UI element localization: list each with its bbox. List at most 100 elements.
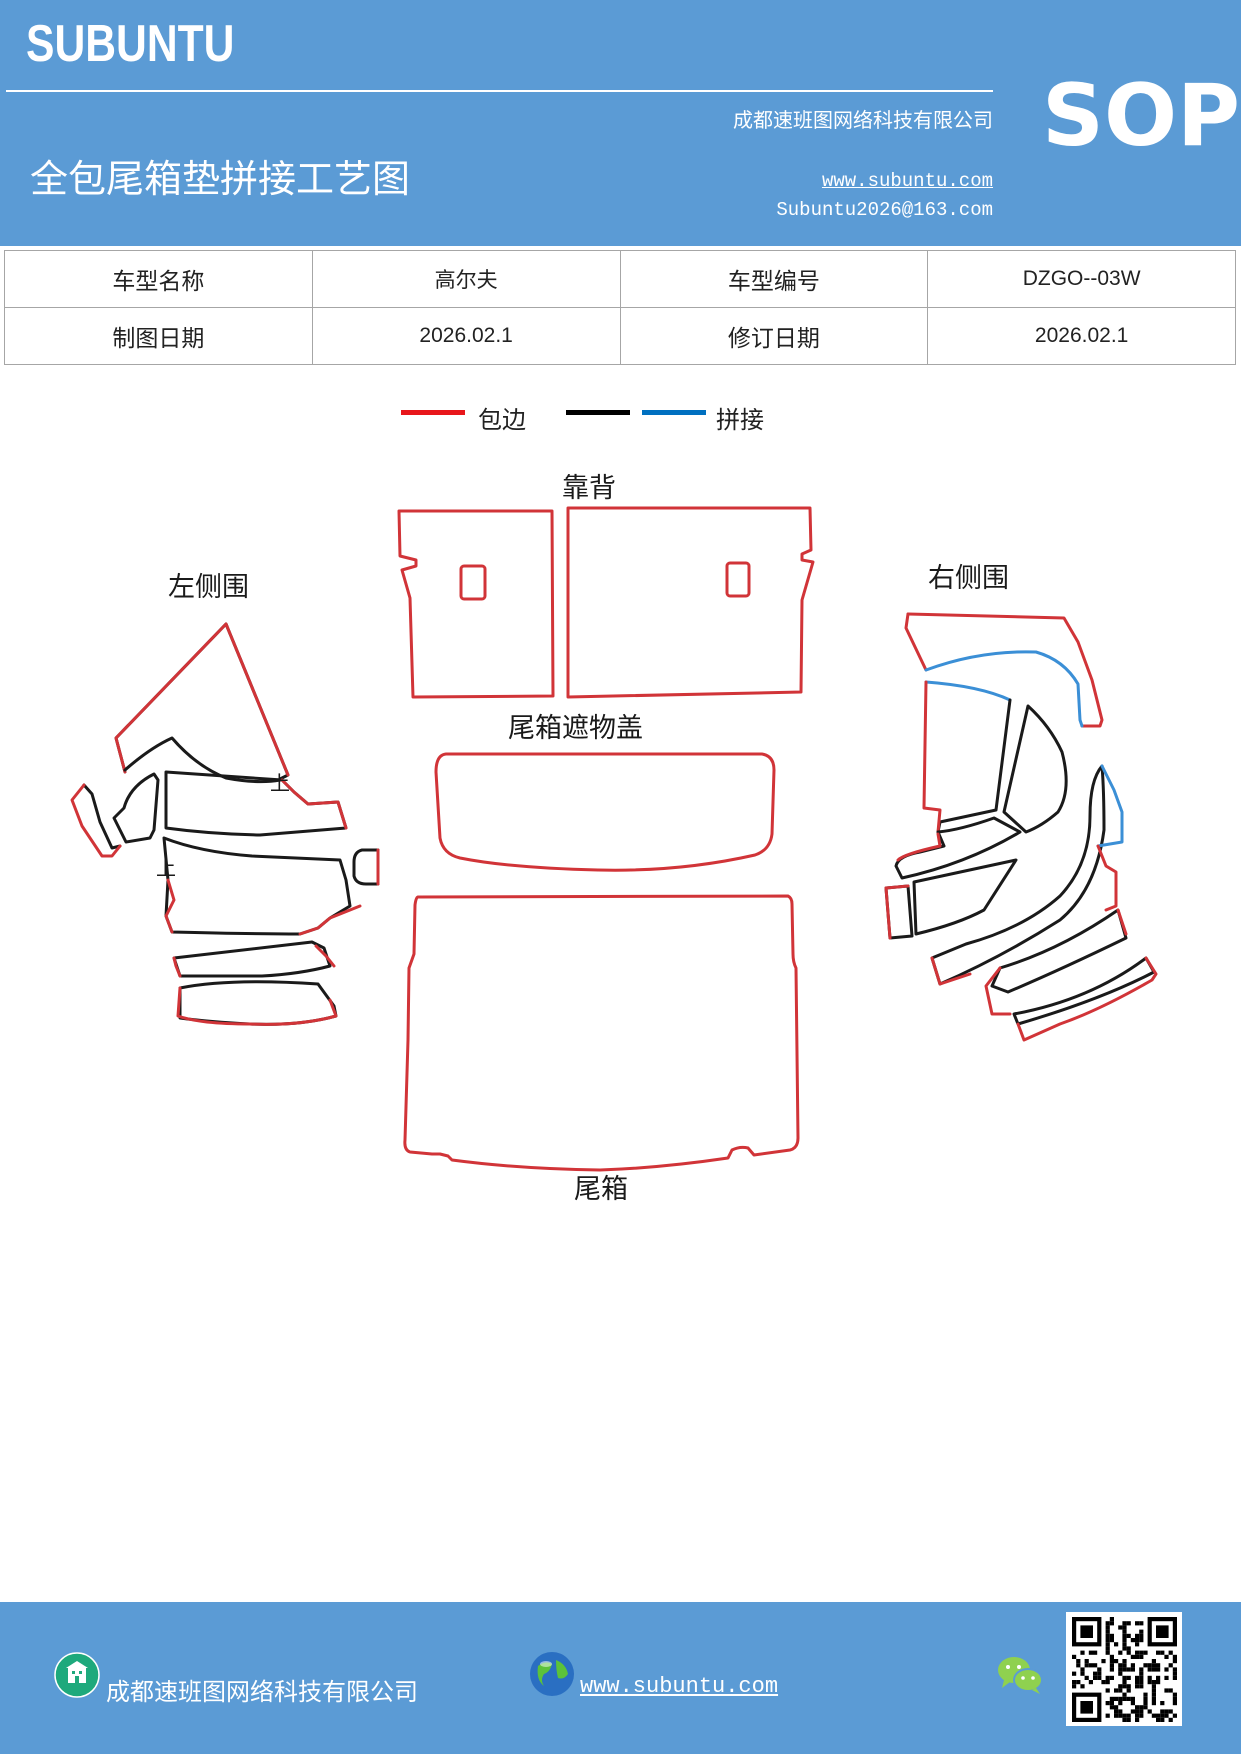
qr-module [1156,1650,1161,1655]
qr-module [1147,1663,1152,1668]
qr-module [1122,1663,1127,1668]
qr-module [1135,1621,1140,1626]
qr-module [1139,1621,1144,1626]
qr-module [1126,1667,1131,1672]
legend-swatch-seam [566,410,630,415]
qr-module [1135,1650,1140,1655]
qr-module [1164,1675,1169,1680]
qr-module [1105,1633,1110,1638]
qr-module [1164,1667,1169,1672]
label-model-code: 车型编号 [619,250,929,308]
qr-module [1172,1696,1177,1701]
qr-module [1109,1633,1114,1638]
qr-module [1151,1684,1156,1689]
qr-module [1172,1654,1177,1659]
qr-module [1072,1654,1077,1659]
qr-module [1118,1663,1123,1668]
qr-module [1080,1667,1085,1672]
qr-module [1147,1680,1152,1685]
qr-module [1093,1675,1098,1680]
qr-module [1172,1701,1177,1706]
qr-module [1151,1659,1156,1664]
qr-module [1139,1654,1144,1659]
qr-module [1135,1713,1140,1718]
table-row: 制图日期 2026.02.1 修订日期 2026.02.1 [4,307,1236,365]
qr-module [1118,1671,1123,1676]
qr-module [1093,1663,1098,1668]
qr-module [1151,1667,1156,1672]
label-trunk: 尾箱 [574,1174,628,1205]
qr-module [1101,1680,1106,1685]
label-cargo-cover: 尾箱遮物盖 [508,713,643,744]
qr-module [1139,1650,1144,1655]
label-right-side: 右侧围 [928,563,1009,594]
qr-module [1105,1629,1110,1634]
left-lower-strip-1-edge [172,944,336,978]
qr-module [1164,1654,1169,1659]
qr-module [1122,1646,1127,1651]
backrest-left-hole [459,564,487,601]
qr-module [1114,1709,1119,1714]
qr-module [1118,1650,1123,1655]
qr-module [1147,1667,1152,1672]
right-strip-1-edge [984,908,1128,1016]
left-seam-curve [123,736,282,784]
qr-module [1156,1667,1161,1672]
qr-module [1118,1701,1123,1706]
qr-module [1135,1705,1140,1710]
building-icon [54,1652,100,1698]
right-long-arc [930,764,1106,986]
left-mid-panel [162,836,352,936]
qr-module [1135,1642,1140,1647]
qr-module [1105,1638,1110,1643]
website-link[interactable]: www.subuntu.com [821,170,993,192]
qr-module [1126,1688,1131,1693]
qr-module [1172,1659,1177,1664]
brand-logo: SUBUNTU [26,15,235,73]
qr-module [1122,1684,1127,1689]
qr-module [1105,1642,1110,1647]
qr-module [1118,1684,1123,1689]
qr-module [1139,1633,1144,1638]
qr-module [1109,1675,1114,1680]
header-banner: SUBUNTU 成都速班图网络科技有限公司 全包尾箱垫拼接工艺图 www.sub… [0,0,1241,246]
qr-module [1151,1692,1156,1697]
right-strip-2-edge [1016,956,1158,1042]
value-model-name: 高尔夫 [311,250,621,308]
qr-module [1126,1650,1131,1655]
qr-module [1097,1667,1102,1672]
qr-code [1066,1612,1182,1726]
wechat-icon[interactable] [996,1654,1044,1698]
backrest-left-panel [397,509,555,699]
qr-module [1105,1675,1110,1680]
qr-module [1084,1663,1089,1668]
footer-website-link[interactable]: www.subuntu.com [580,1674,779,1699]
qr-module [1118,1625,1123,1630]
qr-module [1114,1659,1119,1664]
qr-module [1139,1667,1144,1672]
legend: 包边 拼接 [0,400,1241,440]
right-upper-panel-edge [922,680,942,834]
qr-module [1093,1650,1098,1655]
left-top-triangle-edge [114,622,290,777]
email-address: Subuntu2026@163.com [776,199,993,221]
qr-module [1109,1617,1114,1622]
left-corner-piece [82,783,122,850]
qr-module [1122,1692,1127,1697]
qr-module [1147,1709,1152,1714]
sop-badge: SOP [1042,66,1241,166]
qr-module [1118,1667,1123,1672]
qr-module [1143,1650,1148,1655]
backrest-right-panel [566,506,815,699]
qr-module [1151,1663,1156,1668]
globe-icon [530,1652,574,1696]
qr-module [1122,1621,1127,1626]
qr-module [1130,1667,1135,1672]
right-top-splice [924,650,1084,728]
value-revision-date: 2026.02.1 [927,307,1236,365]
qr-module [1168,1663,1173,1668]
qr-module [1139,1671,1144,1676]
qr-code-pattern [1072,1617,1177,1722]
qr-module [1135,1684,1140,1689]
qr-module [1172,1675,1177,1680]
